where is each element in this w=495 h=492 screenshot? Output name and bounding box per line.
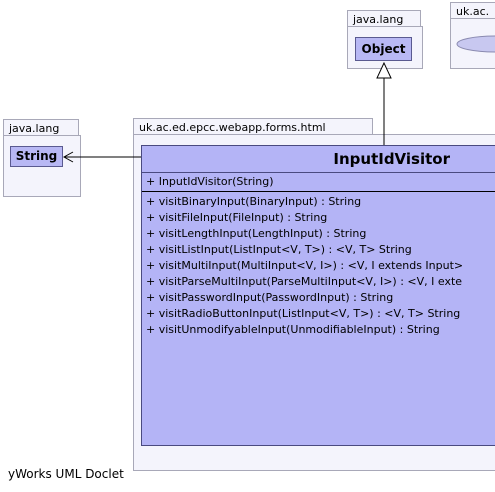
- class-string[interactable]: String: [10, 146, 63, 167]
- generalization-arrowhead: [376, 61, 392, 79]
- method-item: + visitParseMultiInput(ParseMultiInput<V…: [146, 275, 463, 288]
- method-item: + visitBinaryInput(BinaryInput) : String: [146, 195, 362, 208]
- method-item: + visitFileInput(FileInput) : String: [146, 211, 328, 224]
- partial-usecase-ellipse: [456, 35, 495, 53]
- class-name: InputIdVisitor: [142, 146, 495, 173]
- method-item: + visitRadioButtonInput(ListInput<V, T>)…: [146, 307, 461, 320]
- method-item: + visitMultiInput(MultiInput<V, I>) : <V…: [146, 259, 464, 272]
- dependency-arrowhead: [62, 151, 74, 163]
- constructor-compartment: + InputIdVisitor(String): [142, 173, 495, 192]
- method-item: + visitPasswordInput(PasswordInput) : St…: [146, 291, 394, 304]
- footer-credit: yWorks UML Doclet: [8, 467, 124, 481]
- class-input-id-visitor[interactable]: InputIdVisitor + InputIdVisitor(String) …: [141, 145, 495, 446]
- method-compartment: + visitBinaryInput(BinaryInput) : String…: [142, 192, 495, 338]
- method-item: + visitUnmodifyableInput(UnmodifiableInp…: [146, 323, 440, 336]
- package-tab: uk.ac.ed.epcc.webapp.forms.html: [133, 118, 373, 135]
- class-object[interactable]: Object: [355, 37, 412, 61]
- constructor-item: + InputIdVisitor(String): [146, 175, 274, 188]
- method-item: + visitListInput(ListInput<V, T>) : <V, …: [146, 243, 412, 256]
- package-tab: uk.ac.: [450, 2, 495, 19]
- method-item: + visitLengthInput(LengthInput) : String: [146, 227, 367, 240]
